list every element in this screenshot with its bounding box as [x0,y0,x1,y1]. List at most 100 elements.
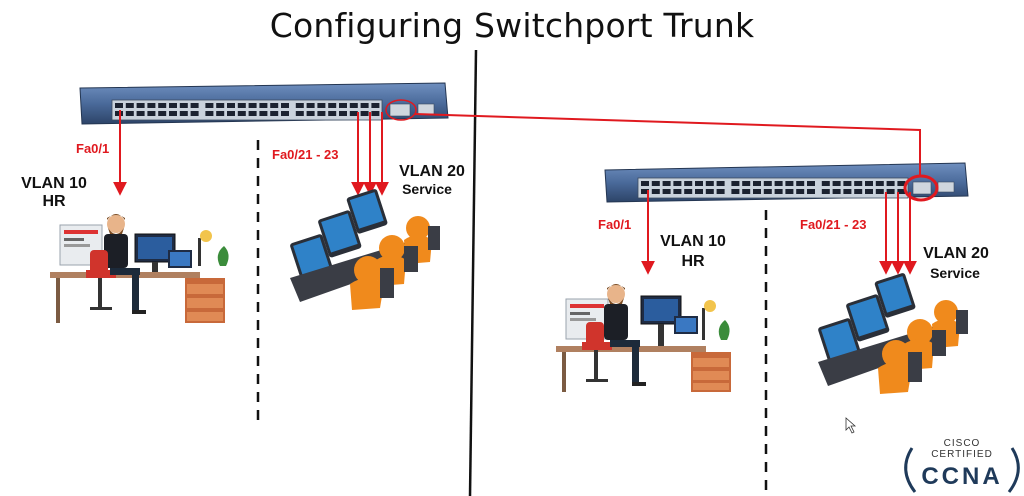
mouse-cursor-icon [845,417,857,434]
switch-port [158,111,167,116]
badge-line1: CISCO [943,438,981,449]
switch-port [897,181,906,186]
right-vlan10-name: HR [681,253,705,270]
switch-port [295,111,304,116]
left-vlan10-name: HR [42,193,66,210]
switch-port [147,111,156,116]
switch-port [673,181,682,186]
switch-port [753,181,761,186]
switch-port [785,181,794,186]
switch-port [684,189,693,194]
trunk-link [414,113,921,176]
switch-port [774,181,783,186]
switch-port [227,103,235,108]
service-operators-left [290,189,440,310]
switch-port [328,111,337,116]
switch-port [237,111,246,116]
switch-port [641,189,649,194]
switch-port [205,111,214,116]
switch-port [785,189,794,194]
switch-port [317,111,326,116]
switch-port [306,103,315,108]
left-switch [79,82,449,125]
switch-port [716,181,725,186]
switch-port [763,189,772,194]
switch-port [237,103,246,108]
hr-workstation-left [50,214,229,323]
switch-port [136,103,145,108]
switch-port [807,189,815,194]
switch-port [695,189,703,194]
switch-port [349,111,358,116]
service-operators-right [818,273,968,394]
switch-port [190,111,199,116]
switch-port [169,111,177,116]
switch-port [662,181,671,186]
switch-port [339,111,347,116]
switch-port [270,111,279,116]
switch-port [731,189,740,194]
switch-port [832,189,841,194]
switch-port [875,189,884,194]
switch-port [371,111,380,116]
switch-port [248,103,257,108]
left-port-fa01-label: Fa0/1 [76,141,110,156]
right-switch [604,162,969,203]
switch-port [705,181,714,186]
switch-port [216,103,225,108]
switch-port [281,103,289,108]
switch-port [147,103,156,108]
switch-port [136,111,145,116]
switch-port [821,189,830,194]
left-vlan10-label: VLAN 10 [21,175,87,192]
switch-port [807,181,815,186]
switch-port [248,111,257,116]
switch-port [216,111,225,116]
switch-port [190,103,199,108]
switch-port [865,189,873,194]
switch-port [716,189,725,194]
switch-port [125,103,134,108]
switch-port [832,181,841,186]
badge-line2: CERTIFIED [931,449,993,460]
switch-port [886,181,895,186]
switch-port [179,111,188,116]
switch-port [796,189,805,194]
left-port-fa021-23-label: Fa0/21 - 23 [272,147,339,162]
switch-port [227,111,235,116]
switch-port [875,181,884,186]
switch-port [821,181,830,186]
switch-port [281,111,289,116]
switch-port [306,111,315,116]
switch-port [360,111,369,116]
switch-port [125,111,134,116]
switch-port [843,189,852,194]
right-vlan20-label: VLAN 20 [923,245,989,262]
badge-line3: CCNA [921,463,1003,490]
switch-port [673,189,682,194]
switch-port [169,103,177,108]
switch-port [684,181,693,186]
cisco-ccna-badge: CISCO CERTIFIED CCNA [908,436,1016,492]
switch-port [742,181,751,186]
switch-port [295,103,304,108]
switch-port [886,189,895,194]
switch-port [339,103,347,108]
center-divider [468,49,478,496]
switch-port [259,103,268,108]
switch-port [742,189,751,194]
right-vlan10-label: VLAN 10 [660,233,726,250]
switch-port [865,181,873,186]
switch-port [705,189,714,194]
switch-port [651,181,660,186]
right-port-fa01-label: Fa0/1 [598,217,632,232]
switch-port [651,189,660,194]
switch-port [897,189,906,194]
switch-port [349,103,358,108]
switch-port [317,103,326,108]
switch-port [259,111,268,116]
switch-port [115,103,123,108]
diagram-title: Configuring Switchport Trunk [269,6,755,45]
switch-port [360,103,369,108]
switch-port [158,103,167,108]
